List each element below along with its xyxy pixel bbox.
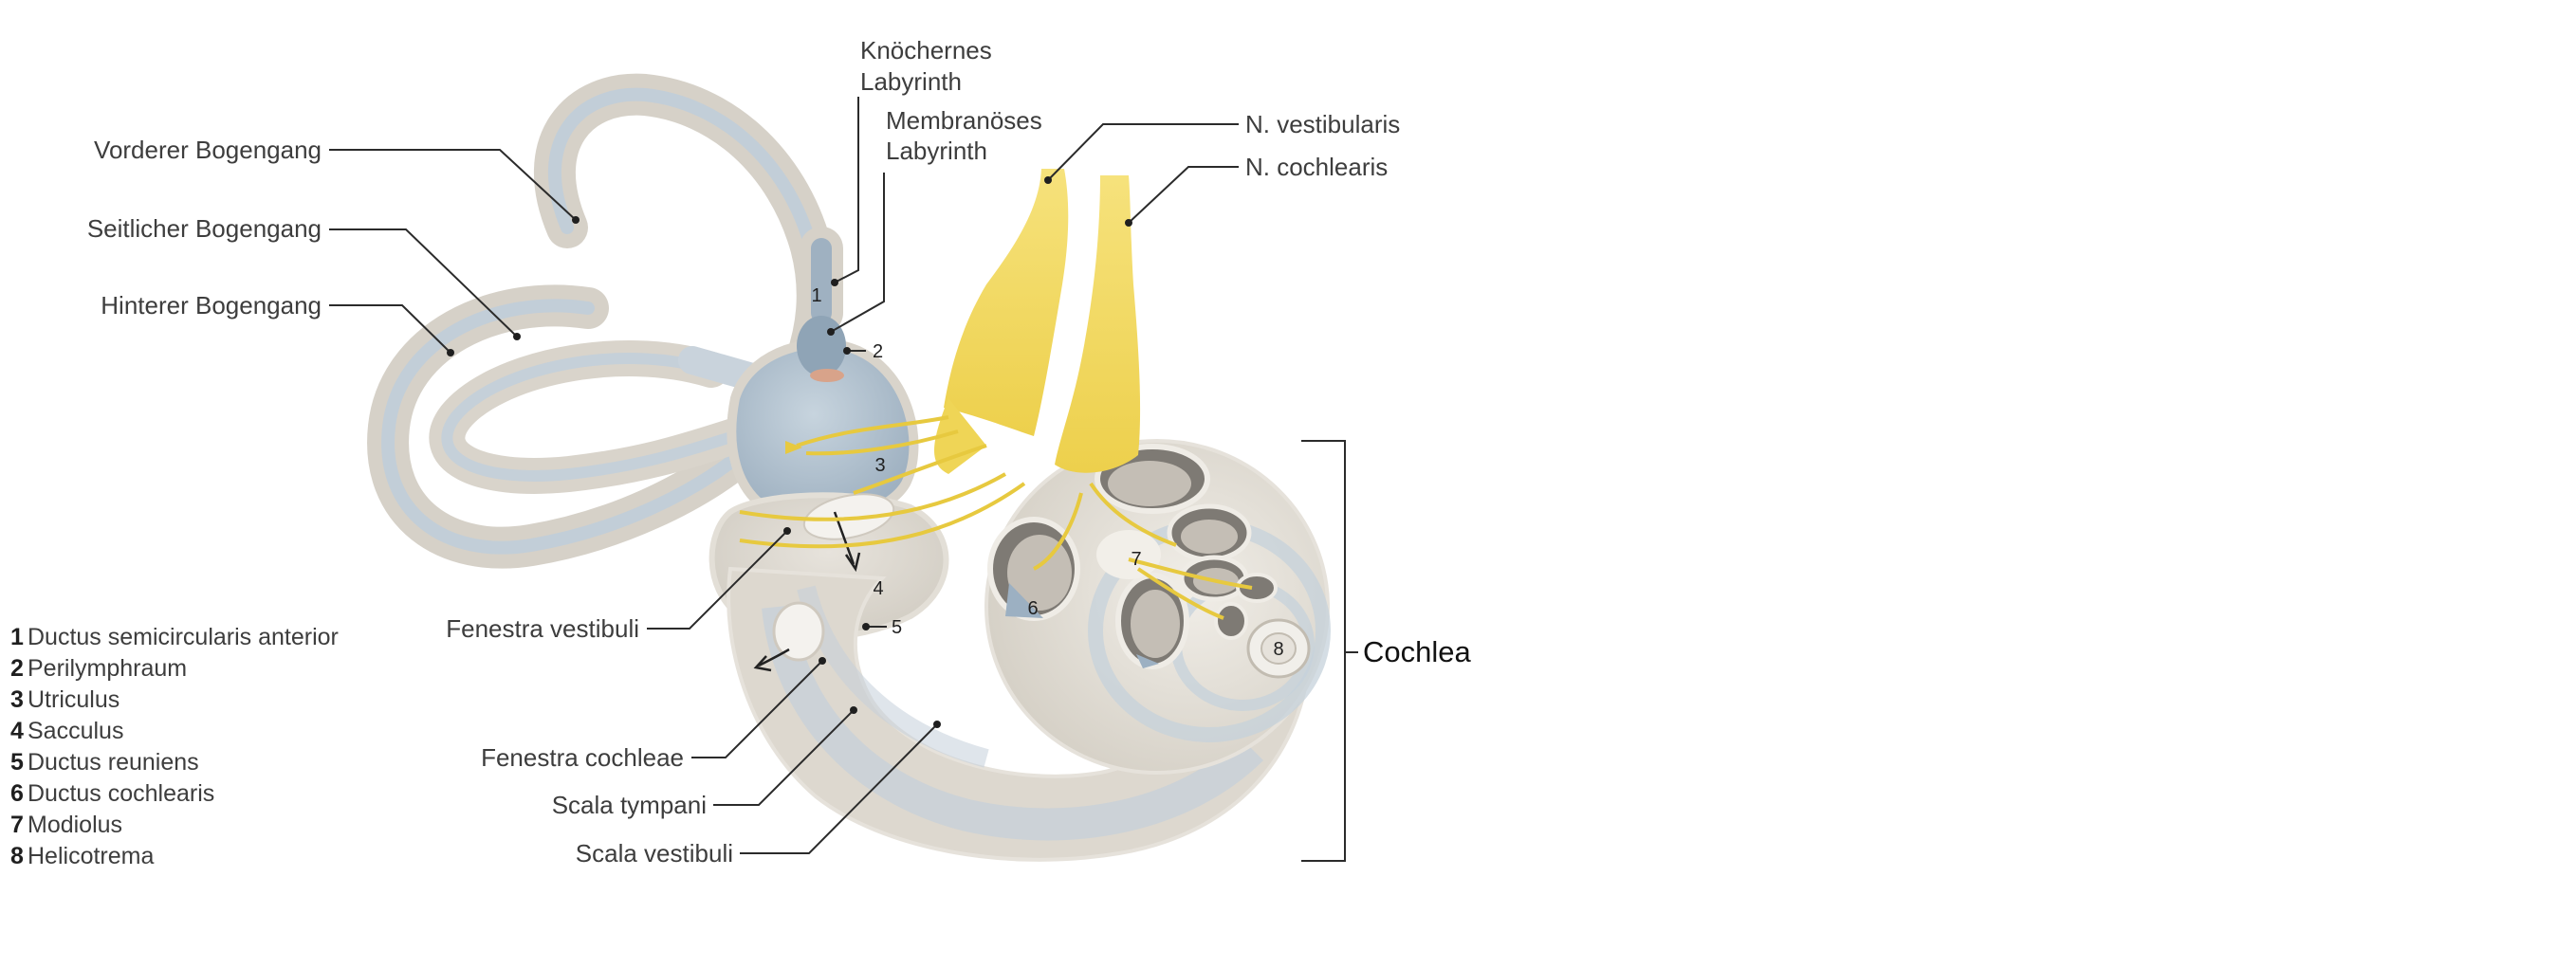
leader-hinterer xyxy=(329,304,451,354)
legend-number: 5 xyxy=(10,749,24,776)
leader-dot xyxy=(827,328,835,336)
label-n-cochlearis: N. cochlearis xyxy=(1245,153,1388,181)
legend-number: 2 xyxy=(10,655,24,682)
label-scala-vestibuli: Scala vestibuli xyxy=(576,839,733,868)
label-fenestra-cochleae: Fenestra cochleae xyxy=(481,743,684,772)
label-hinterer-bogengang: Hinterer Bogengang xyxy=(101,291,322,320)
semicircular-canals xyxy=(367,73,843,569)
leader-n-vestibularis xyxy=(1047,123,1239,181)
label-knochernes-line2: Labyrinth xyxy=(860,67,962,96)
label-membranoses-line2: Labyrinth xyxy=(886,137,987,165)
legend-text: Ductus cochlearis xyxy=(28,780,214,807)
leader-knochernes xyxy=(834,97,859,283)
marker-7: 7 xyxy=(1131,549,1141,570)
legend-text: Perilymphraum xyxy=(28,655,187,682)
legend-number: 7 xyxy=(10,812,24,838)
callout-labels: Knöchernes Labyrinth Membranöses Labyrin… xyxy=(87,36,1472,868)
label-scala-tympani: Scala tympani xyxy=(552,791,707,819)
leader-dot xyxy=(850,706,857,714)
legend-text: Ductus semicircularis anterior xyxy=(28,624,339,650)
leader-scala-tympani xyxy=(713,709,855,806)
legend-text: Modiolus xyxy=(28,812,122,838)
legend-number: 3 xyxy=(10,686,24,713)
label-fenestra-vestibuli: Fenestra vestibuli xyxy=(446,614,639,643)
leader-dot xyxy=(572,216,580,224)
legend-text: Sacculus xyxy=(28,718,123,744)
marker-6: 6 xyxy=(1027,598,1038,619)
leader-dot xyxy=(933,721,941,728)
numeric-markers: 1 2 3 4 5 6 7 8 xyxy=(811,285,1283,660)
leader-fenestra-vestibuli xyxy=(647,530,788,630)
label-n-vestibularis: N. vestibularis xyxy=(1245,110,1400,138)
leader-vorderer xyxy=(329,149,577,221)
marker-3: 3 xyxy=(874,455,885,476)
label-membranoses-line1: Membranöses xyxy=(886,106,1042,135)
leader-dot xyxy=(783,527,791,535)
leader-dot xyxy=(862,623,870,630)
leader-seitlicher xyxy=(329,228,518,338)
leader-dot xyxy=(831,279,838,286)
leader-dot xyxy=(1044,176,1052,184)
legend-number: 6 xyxy=(10,780,24,807)
legend-text: Helicotrema xyxy=(28,843,154,869)
leader-lines xyxy=(329,97,1358,862)
leader-fenestra-cochleae xyxy=(691,660,823,758)
marker-4: 4 xyxy=(873,578,883,599)
label-cochlea: Cochlea xyxy=(1363,635,1471,668)
legend-text: Ductus reuniens xyxy=(28,749,199,776)
leader-dot xyxy=(819,657,826,665)
legend-number: 1 xyxy=(10,624,24,650)
marker-8: 8 xyxy=(1273,639,1283,660)
legend-number: 8 xyxy=(10,843,24,869)
label-vorderer-bogengang: Vorderer Bogengang xyxy=(94,136,322,164)
marker-5: 5 xyxy=(892,617,902,638)
leader-n-cochlearis xyxy=(1128,166,1239,224)
leader-scala-vestibuli xyxy=(740,723,938,854)
marker-2: 2 xyxy=(873,341,883,362)
leader-dot xyxy=(1125,219,1132,227)
cochlea-bracket xyxy=(1301,440,1346,862)
vestibule xyxy=(727,316,919,525)
legend: 1 Ductus semicircularis anterior 2 Peril… xyxy=(10,624,339,869)
leader-dot xyxy=(513,333,521,340)
legend-text: Utriculus xyxy=(28,686,120,713)
leader-dot xyxy=(447,349,454,356)
label-seitlicher-bogengang: Seitlicher Bogengang xyxy=(87,214,322,243)
label-knochernes-line1: Knöchernes xyxy=(860,36,992,64)
leader-membranoses xyxy=(830,173,885,333)
legend-number: 4 xyxy=(10,718,24,744)
leader-dot xyxy=(843,347,851,355)
nerves xyxy=(739,169,1253,620)
marker-1: 1 xyxy=(811,285,821,306)
